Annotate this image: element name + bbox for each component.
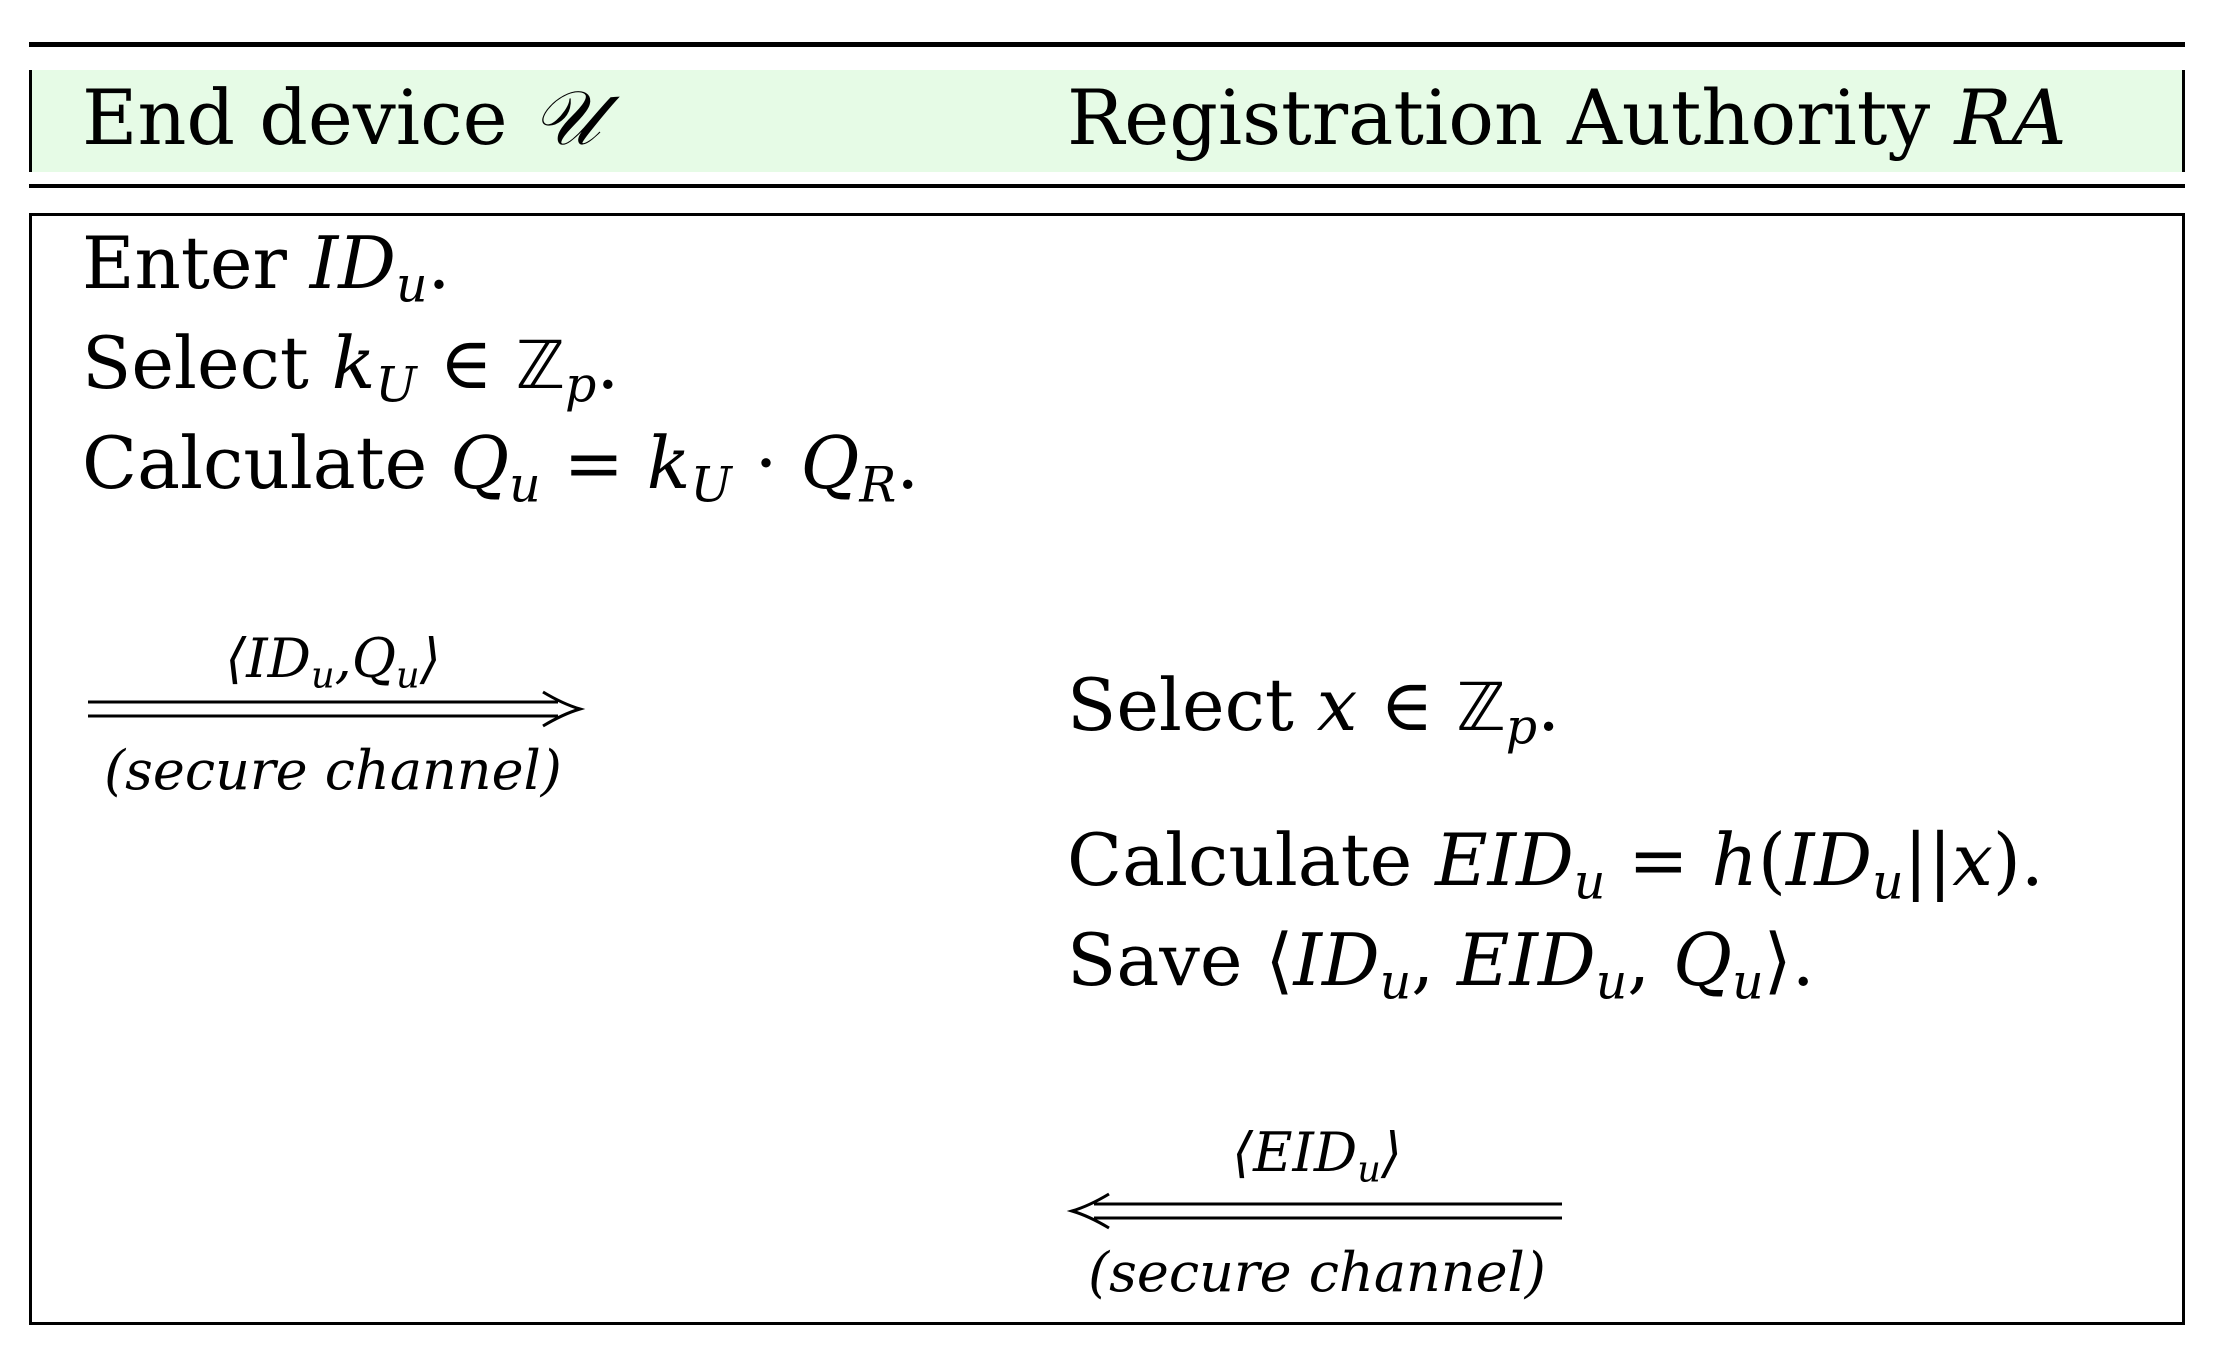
header-band [29, 70, 2185, 172]
header-ra-symbol: RA [1954, 73, 2067, 162]
message1-label-text: ⟨IDu,Qu⟩ [225, 627, 441, 697]
message2-channel: (secure channel) [1088, 1241, 1546, 1304]
message1-label: ⟨IDu,Qu⟩ [88, 626, 578, 697]
header-registration-authority: Registration Authority RA [1067, 68, 2067, 168]
message2-label: ⟨EIDu⟩ [1232, 1121, 1402, 1191]
top-rule [29, 42, 2185, 47]
step-select-ku: Select kU ∈ ℤp. [82, 321, 620, 414]
step-enter-id: Enter IDu. [82, 221, 451, 314]
header-end-device: End device 𝒰 [82, 68, 600, 168]
step-save-tuple: Save ⟨IDu, EIDu, Qu⟩. [1067, 918, 1815, 1011]
step-calculate-eid: Calculate EIDu = h(IDu||x). [1067, 818, 2044, 911]
header-bottom-rule [29, 184, 2185, 188]
step-calculate-qu: Calculate Qu = kU · QR. [82, 421, 920, 514]
message2-arrow [1066, 1192, 1562, 1230]
header-end-device-text: End device [82, 73, 532, 162]
message1-channel: (secure channel) [104, 739, 562, 802]
step-select-x: Select x ∈ ℤp. [1067, 663, 1560, 756]
protocol-box [29, 213, 2185, 1325]
message1-arrow [88, 690, 586, 728]
header-end-device-symbol: 𝒰 [531, 73, 601, 162]
header-ra-text: Registration Authority [1067, 73, 1955, 162]
